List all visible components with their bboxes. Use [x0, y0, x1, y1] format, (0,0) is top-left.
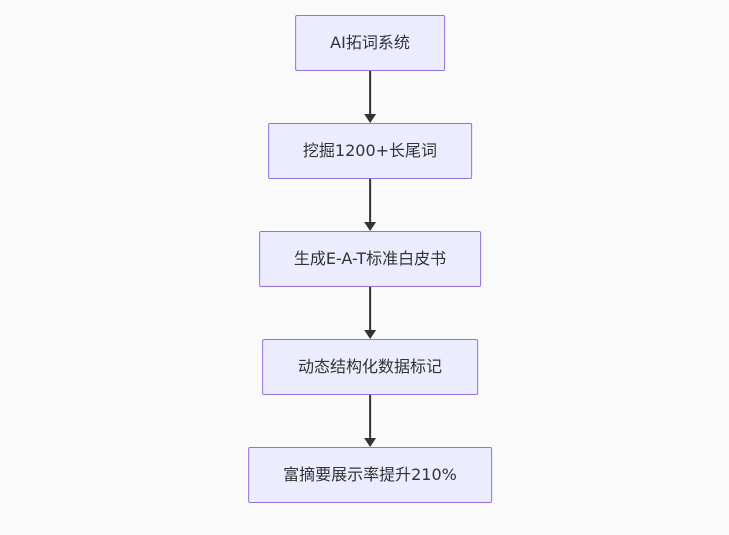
flow-node-rich-snippet-rate-increase: 富摘要展示率提升210%	[248, 447, 492, 503]
arrow-down-icon	[364, 287, 376, 339]
arrow-down-icon	[364, 71, 376, 123]
arrow-line	[369, 71, 371, 116]
arrow-line	[369, 287, 371, 332]
flow-node-dynamic-structured-data-markup: 动态结构化数据标记	[262, 339, 478, 395]
flow-node-eat-whitepaper-generation: 生成E-A-T标准白皮书	[258, 231, 482, 287]
arrow-down-icon	[364, 395, 376, 447]
arrow-line	[369, 395, 371, 440]
arrowhead-icon	[364, 438, 376, 447]
arrowhead-icon	[364, 222, 376, 231]
flow-node-ai-word-expansion-system: AI拓词系统	[295, 15, 445, 71]
flowchart-canvas: AI拓词系统 挖掘1200+长尾词 生成E-A-T标准白皮书 动态结构化数据标记…	[248, 15, 492, 503]
flow-node-longtail-keyword-mining: 挖掘1200+长尾词	[267, 123, 473, 179]
arrowhead-icon	[364, 114, 376, 123]
arrow-line	[369, 179, 371, 224]
arrow-down-icon	[364, 179, 376, 231]
arrowhead-icon	[364, 330, 376, 339]
